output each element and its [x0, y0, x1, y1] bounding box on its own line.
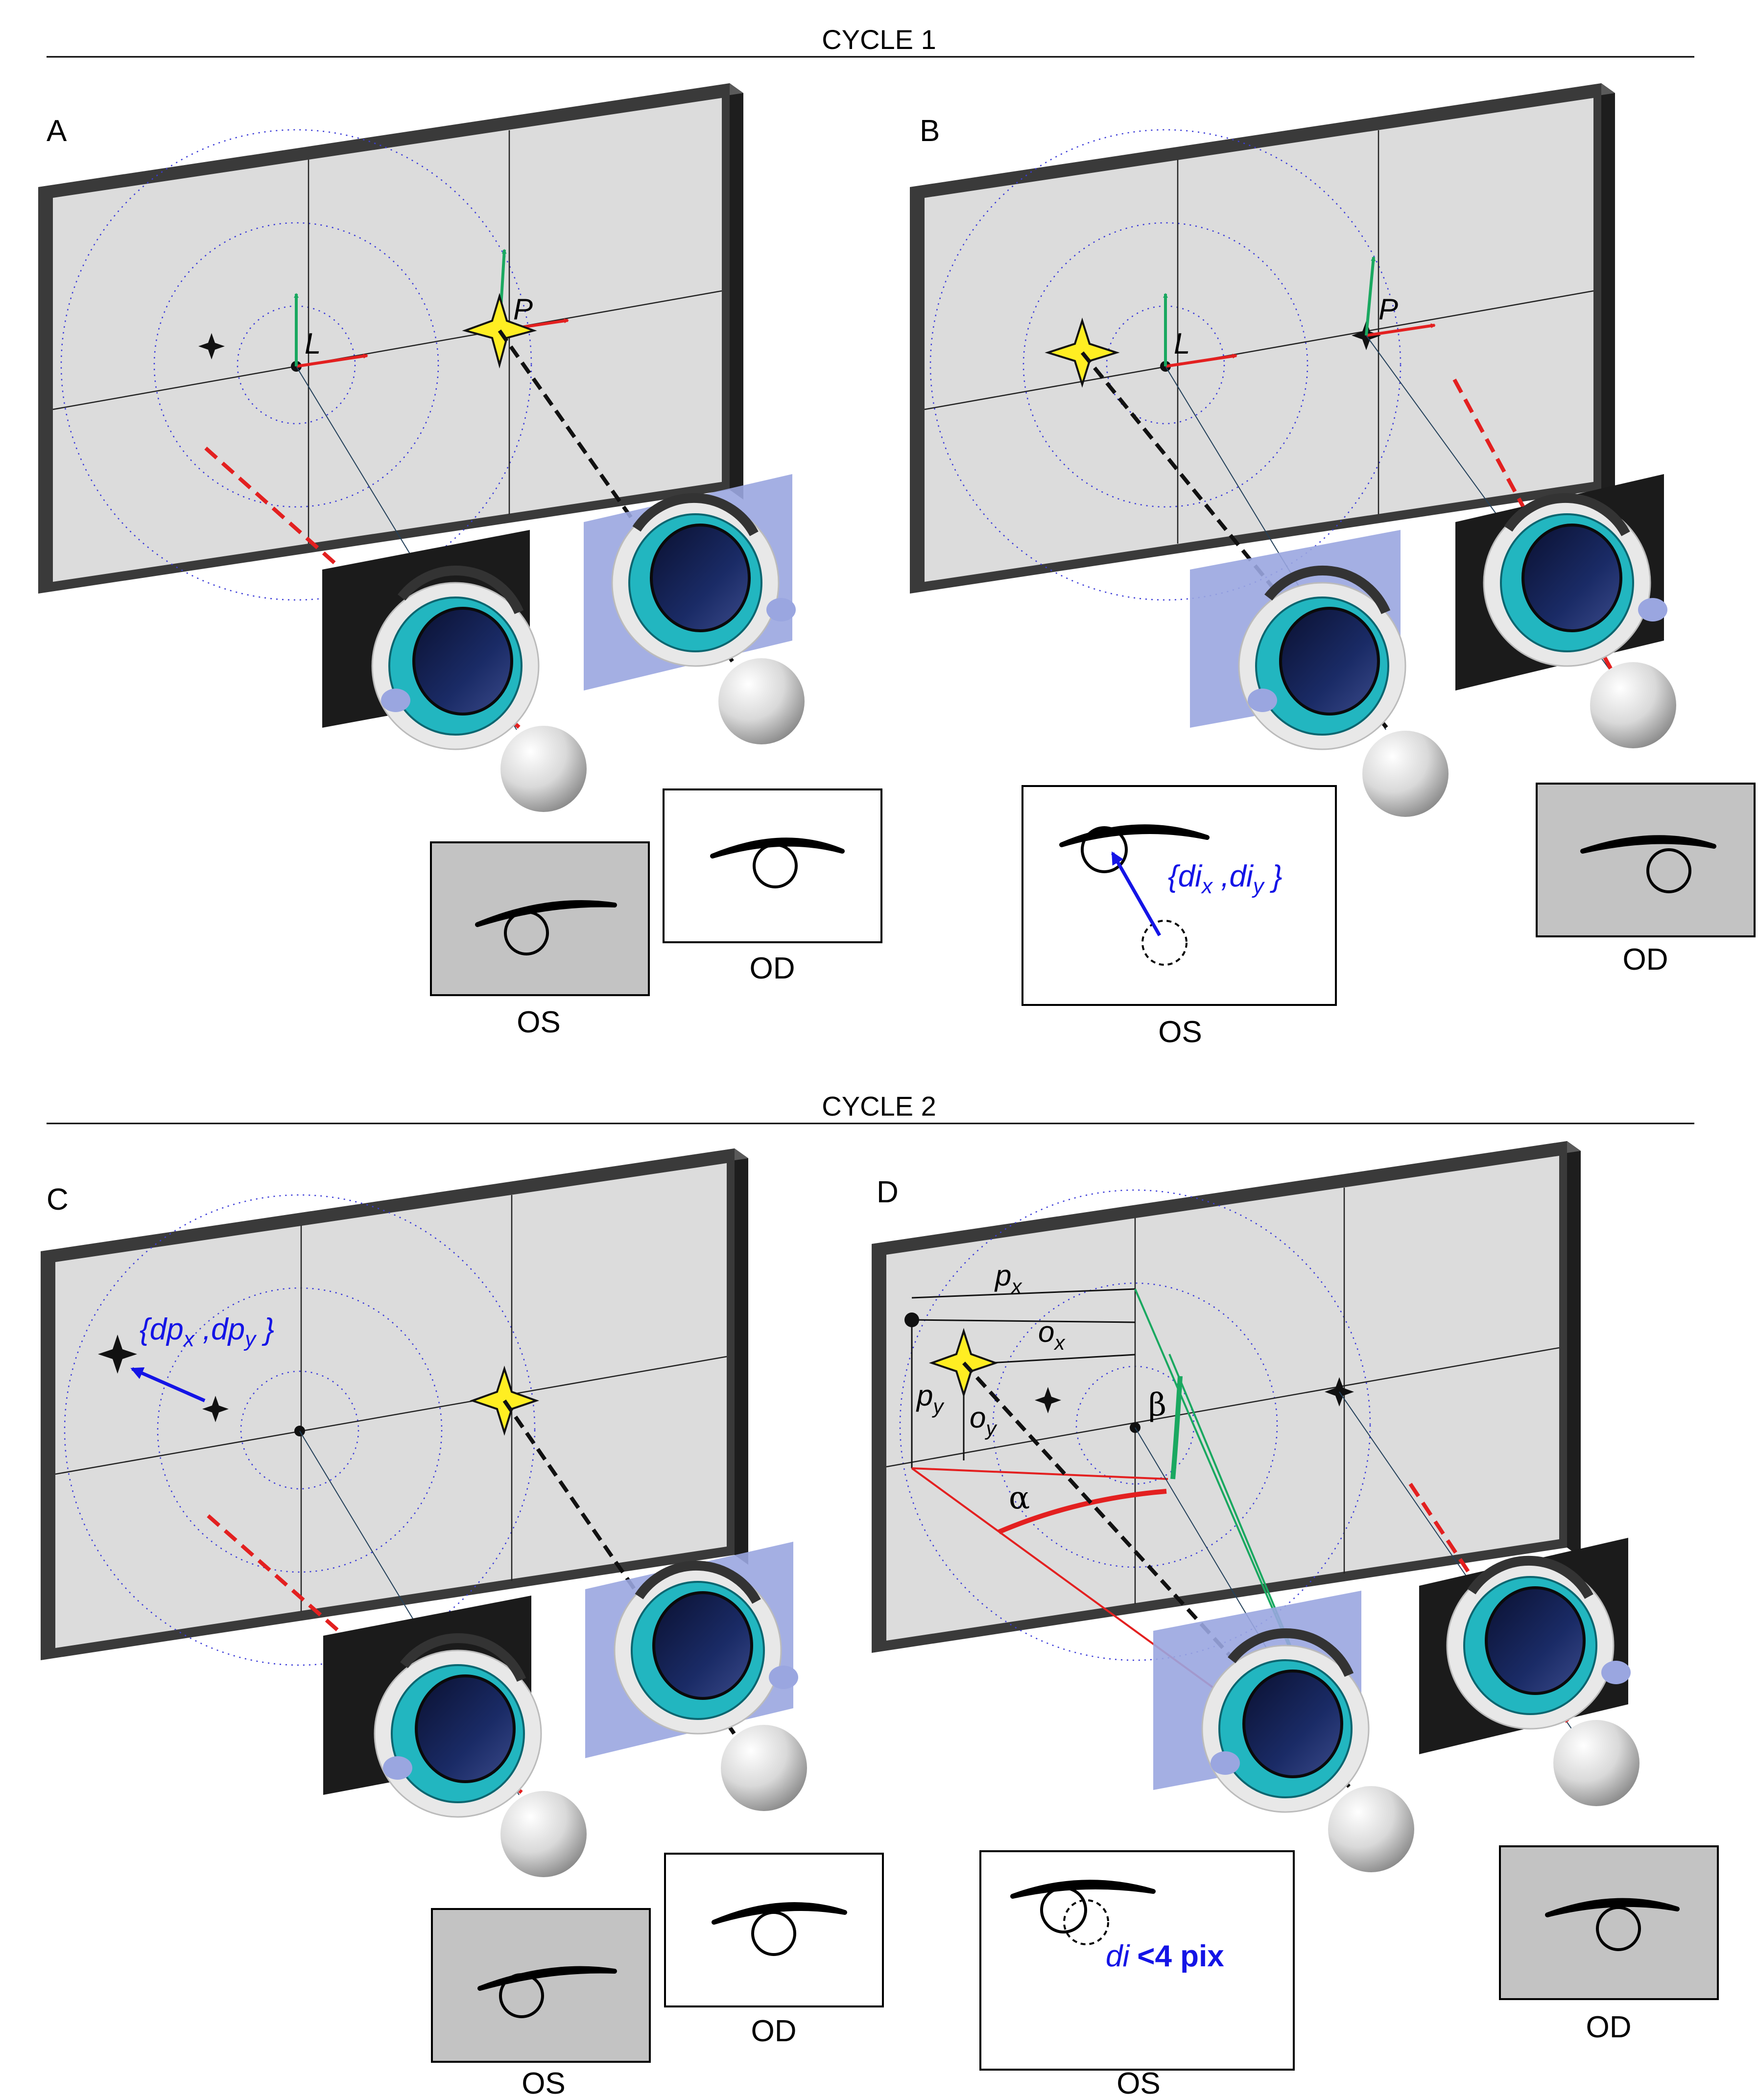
- offset-label: {dix ,diy }: [1168, 859, 1283, 898]
- os-label: OS: [522, 2067, 566, 2100]
- beta-label: β: [1148, 1387, 1166, 1423]
- os-eye-view: {dix ,diy }: [1022, 785, 1337, 1006]
- cycle-1-title: CYCLE 1: [822, 24, 936, 55]
- os-label: OS: [1158, 1015, 1202, 1049]
- panel-d: D px ox py oy: [872, 1141, 1719, 2100]
- alpha-label: α: [1009, 1480, 1030, 1516]
- axis-x-arrow: [296, 354, 368, 368]
- screen-grid: [55, 1195, 727, 1611]
- lens-optics-icon: [611, 493, 796, 667]
- offset-arrow: [130, 1367, 206, 1403]
- offset-label: {dpx ,dpy }: [140, 1312, 274, 1351]
- sphere-eye-icon: [1328, 1786, 1414, 1872]
- fixation-star: [198, 333, 225, 359]
- right-eye-apparatus: [1455, 474, 1676, 748]
- os-eye-view: [431, 1908, 651, 2063]
- sphere-eye-icon: [500, 1791, 587, 1877]
- lens-optics-icon: [1483, 493, 1667, 667]
- fixation-star: [202, 1396, 229, 1422]
- fixation-star: [1035, 1387, 1061, 1413]
- lens-optics-icon: [374, 1633, 542, 1818]
- eye-drawing-icon: [710, 837, 845, 888]
- od-label: OD: [1586, 2010, 1632, 2044]
- od-eye-view: [1536, 783, 1756, 937]
- od-eye-view: [663, 788, 882, 943]
- axis-x-arrow: [1366, 323, 1436, 337]
- oy-label: oy: [970, 1401, 998, 1440]
- eye-drawing-icon: [1010, 1880, 1156, 1945]
- panel-b: B L P: [910, 83, 1756, 1049]
- panel-c: C {dpx ,dpy }: [41, 1148, 884, 2100]
- axis-y-arrow: [1365, 256, 1376, 336]
- left-eye-apparatus: [323, 1596, 587, 1877]
- horizontal-ref: [911, 1467, 1168, 1480]
- left-eye-apparatus: [322, 530, 587, 812]
- eye-drawing-icon: [712, 1902, 847, 1956]
- lens-optics-icon: [1201, 1628, 1370, 1813]
- left-eye-sightline-target: [1080, 351, 1390, 731]
- od-label: OD: [750, 952, 795, 985]
- od-eye-view: [1499, 1845, 1719, 2000]
- sphere-eye-icon: [1553, 1720, 1639, 1806]
- point-P-label: P: [1378, 293, 1398, 326]
- shifted-fixation-star: [98, 1335, 137, 1374]
- display-screen: [41, 1148, 748, 1666]
- ox-label: ox: [1038, 1315, 1066, 1354]
- offset-arrow: [1111, 851, 1162, 936]
- eye-drawing-icon: [1580, 835, 1716, 893]
- py-label: py: [916, 1379, 945, 1418]
- display-screen: [910, 83, 1615, 601]
- screen-grid: [924, 130, 1594, 544]
- px-label: px: [994, 1259, 1022, 1298]
- od-label: OD: [751, 2014, 797, 2048]
- lens-optics-icon: [614, 1560, 798, 1735]
- od-label: OD: [1623, 943, 1668, 977]
- os-label: OS: [1117, 2067, 1161, 2100]
- point-P-label: P: [513, 293, 533, 326]
- panel-a: A L P: [38, 83, 882, 1039]
- origin-marker: [904, 1312, 919, 1327]
- cycle-2-title: CYCLE 2: [822, 1091, 936, 1122]
- panel-letter: D: [877, 1175, 899, 1209]
- beta-arc: [1170, 1376, 1183, 1480]
- point-L-label: L: [305, 327, 321, 360]
- display-screen: [872, 1141, 1581, 1661]
- axis-x-arrow: [1165, 354, 1237, 368]
- alpha-arc: [998, 1489, 1167, 1534]
- right-eye-apparatus: [1419, 1538, 1639, 1806]
- right-eye-sightline: [502, 1399, 746, 1750]
- os-label: OS: [517, 1005, 561, 1039]
- left-eye-apparatus: [1153, 1591, 1414, 1872]
- sphere-eye-icon: [1590, 662, 1676, 748]
- os-eye-view: [430, 841, 650, 996]
- sphere-eye-icon: [1362, 731, 1449, 817]
- screen-grid: [886, 1188, 1560, 1604]
- os-eye-view: di<4 pix: [979, 1850, 1295, 2071]
- eye-drawing-icon: [477, 1966, 617, 2018]
- eye-drawing-icon: [475, 900, 617, 955]
- lens-optics-icon: [1238, 566, 1406, 750]
- panel-letter: A: [47, 114, 67, 148]
- di-threshold-label: di<4 pix: [1106, 1939, 1224, 1973]
- sphere-eye-icon: [500, 726, 587, 812]
- sphere-eye-icon: [721, 1725, 807, 1811]
- left-eye-apparatus: [1190, 530, 1449, 817]
- eye-drawing-icon: [1059, 824, 1210, 966]
- right-eye-apparatus: [585, 1542, 807, 1811]
- point-L-label: L: [1174, 327, 1190, 360]
- panel-letter: B: [920, 114, 940, 148]
- lens-optics-icon: [371, 566, 540, 750]
- right-eye-apparatus: [584, 474, 805, 744]
- sphere-eye-icon: [718, 658, 805, 744]
- eye-drawing-icon: [1545, 1898, 1680, 1951]
- od-eye-view: [664, 1853, 884, 2007]
- display-screen: [38, 83, 743, 601]
- grid-circles: [64, 1194, 536, 1666]
- panel-letter: C: [47, 1183, 69, 1217]
- lens-optics-icon: [1446, 1555, 1631, 1730]
